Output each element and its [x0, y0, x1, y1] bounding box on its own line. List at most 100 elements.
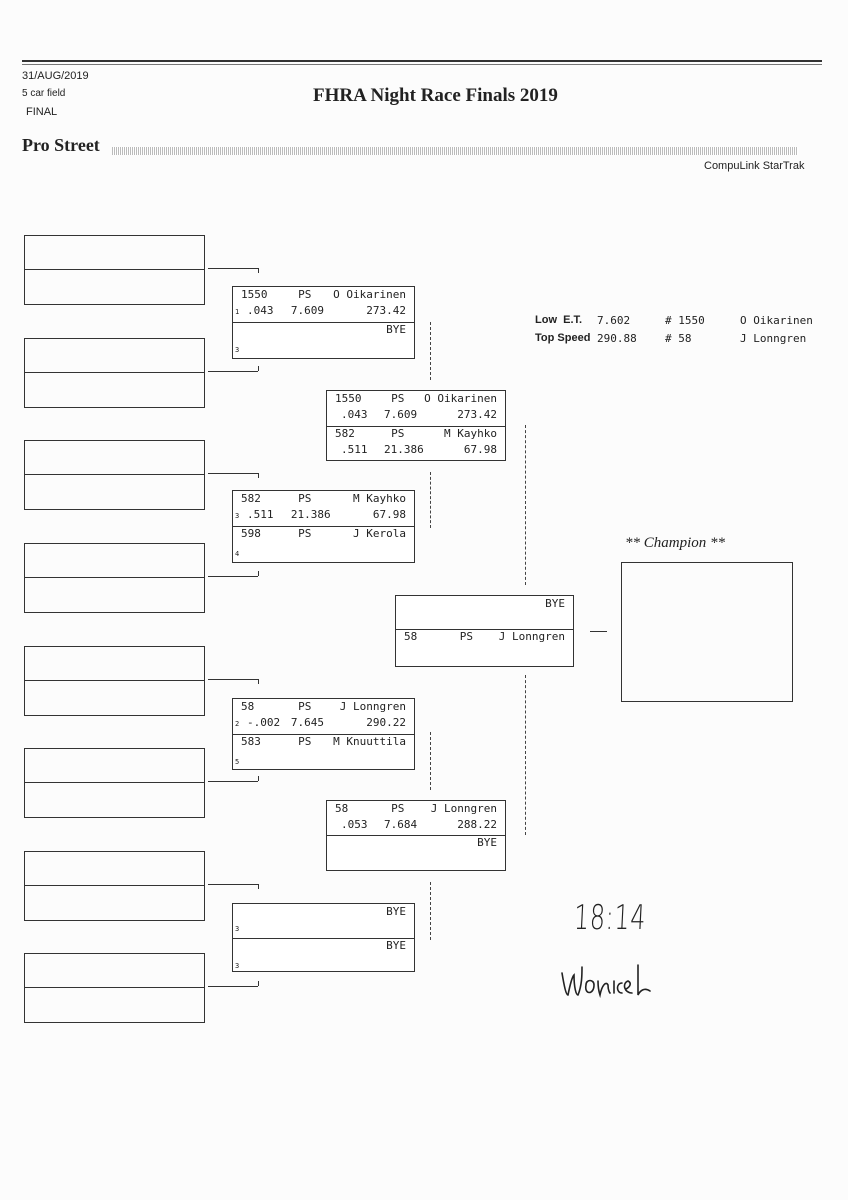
divider [396, 629, 573, 630]
racer-row: BYE [327, 836, 505, 851]
divider [25, 885, 204, 886]
connector-tick [258, 571, 259, 576]
entry-box [24, 953, 205, 1023]
class-title: Pro Street [22, 135, 100, 155]
seed-number: 3 [235, 512, 240, 520]
dashed-connector [430, 322, 431, 380]
entry-box [24, 748, 205, 818]
divider [25, 680, 204, 681]
divider [25, 269, 204, 270]
divider [25, 577, 204, 578]
racer-car: 1550 [241, 288, 268, 301]
racer-row: .043 7.609 273.42 [327, 408, 505, 423]
divider [25, 782, 204, 783]
race-date: 31/AUG/2019 [22, 70, 89, 82]
field-size: 5 car field [22, 88, 66, 99]
stats-panel: Low E.T. 7.602 # 1550 O Oikarinen Top Sp… [535, 314, 825, 354]
racer-row [327, 852, 505, 867]
divider [327, 835, 505, 836]
racer-et: 7.609 [290, 304, 325, 317]
connector-tick [258, 776, 259, 781]
top-rule [22, 60, 822, 62]
racer-driver: M Knuuttila [333, 735, 406, 748]
top-speed-label: Top Speed [535, 332, 591, 344]
racer-driver: O Oikarinen [424, 392, 497, 405]
handwritten-signature [561, 964, 651, 999]
connector [208, 473, 258, 474]
racer-et: 21.386 [383, 443, 424, 456]
racer-driver: M Kayhko [444, 427, 497, 440]
connector [208, 268, 258, 269]
racer-driver: O Oikarinen [333, 288, 406, 301]
racer-row [233, 751, 414, 766]
low-et-driver: O Oikarinen [740, 314, 813, 327]
entry-box [24, 851, 205, 921]
top-speed-driver: J Lonngren [740, 332, 807, 345]
connector [208, 986, 258, 987]
racer-driver: J Kerola [353, 527, 406, 540]
low-et-value: 7.602 [597, 314, 631, 327]
racer-mph: 288.22 [457, 818, 497, 831]
dotted-leader [112, 147, 798, 155]
racer-car: 58 [404, 630, 418, 643]
racer-car: 58 [241, 700, 255, 713]
racer-car: 582 [241, 492, 261, 505]
racer-rt: .053 [341, 818, 368, 831]
connector [208, 781, 258, 782]
racer-cls: PS [391, 392, 405, 405]
racer-rt: .043 [341, 408, 368, 421]
connector [590, 631, 607, 632]
dashed-connector [525, 675, 526, 835]
connector-tick [258, 981, 259, 986]
racer-driver: BYE [545, 597, 565, 610]
racer-mph: 67.98 [372, 508, 406, 521]
racer-et: 7.609 [383, 408, 418, 421]
system-name: CompuLink StarTrak [704, 160, 805, 172]
connector-tick [258, 473, 259, 478]
racer-et: 7.645 [290, 716, 325, 729]
racer-et: 21.386 [290, 508, 331, 521]
entry-box [24, 338, 205, 408]
racer-driver: BYE [386, 905, 406, 918]
racer-cls: PS [298, 527, 312, 540]
racer-cls: PS [391, 427, 405, 440]
racer-mph: 67.98 [463, 443, 497, 456]
racer-mph: 273.42 [457, 408, 497, 421]
dashed-connector [430, 472, 431, 528]
racer-car: 583 [241, 735, 261, 748]
connector-tick [258, 679, 259, 684]
event-title: FHRA Night Race Finals 2019 [313, 85, 558, 106]
connector [208, 371, 258, 372]
dashed-connector [430, 882, 431, 940]
round-label: FINAL [26, 106, 58, 118]
low-et-label: Low E.T. [535, 314, 583, 326]
top-speed-car: # 58 [665, 332, 692, 345]
racer-row: BYE [233, 939, 414, 954]
racer-row: 583 PS M Knuuttila [233, 735, 414, 750]
racer-driver: BYE [386, 323, 406, 336]
connector-tick [258, 366, 259, 371]
seed-number: 3 [235, 925, 240, 933]
connector [208, 576, 258, 577]
divider [25, 372, 204, 373]
racer-driver: J Lonngren [498, 630, 565, 643]
racer-cls: PS [298, 735, 312, 748]
racer-car: 582 [335, 427, 355, 440]
entry-box [24, 543, 205, 613]
racer-driver: M Kayhko [353, 492, 406, 505]
racer-driver: J Lonngren [430, 802, 497, 815]
